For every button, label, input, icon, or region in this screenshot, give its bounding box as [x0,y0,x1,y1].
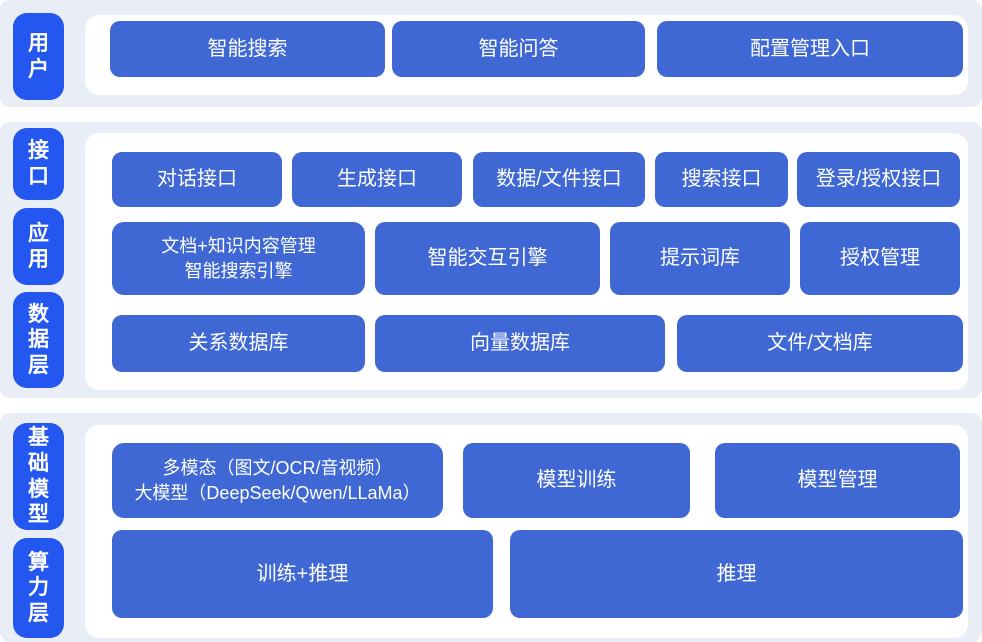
node-model-management: 模型管理 [715,443,960,518]
node-interaction-engine: 智能交互引擎 [375,222,600,295]
layer-label-application-text: 应用 [27,221,49,271]
section-band-bottom: 基础模型 算力层 多模态（图文/OCR/音视频） 大模型（DeepSeek/Qw… [0,413,982,642]
node-smart-qa: 智能问答 [392,21,645,77]
node-search-api: 搜索接口 [655,152,788,207]
node-prompt-library: 提示词库 [610,222,790,295]
node-multimodal-llm-line2: 大模型（DeepSeek/Qwen/LLaMa） [134,482,421,503]
node-infer: 推理 [510,530,963,618]
layer-label-interface-text: 接口 [27,139,49,188]
layer-label-foundation: 基础模型 [13,423,64,530]
layer-label-foundation-text: 基础模型 [27,426,49,527]
node-config-entry: 配置管理入口 [657,21,963,77]
node-multimodal-llm: 多模态（图文/OCR/音视频） 大模型（DeepSeek/Qwen/LLaMa） [112,443,443,518]
layer-label-data-text: 数据层 [27,302,49,377]
node-dialog-api: 对话接口 [112,152,282,207]
node-train-infer: 训练+推理 [112,530,493,618]
node-data-file-api: 数据/文件接口 [473,152,645,207]
node-doc-knowledge-line1: 文档+知识内容管理 [161,236,316,257]
node-vector-db: 向量数据库 [375,315,665,372]
layer-label-user-text: 用户 [27,31,49,81]
section-band-user: 用户 智能搜索 智能问答 配置管理入口 [0,0,982,107]
node-multimodal-llm-line1: 多模态（图文/OCR/音视频） [162,458,393,479]
panel-bottom: 多模态（图文/OCR/音视频） 大模型（DeepSeek/Qwen/LLaMa）… [85,425,968,638]
panel-middle: 对话接口 生成接口 数据/文件接口 搜索接口 登录/授权接口 文档+知识内容管理… [85,133,968,390]
layer-label-compute: 算力层 [13,538,64,638]
layer-label-data: 数据层 [13,292,64,388]
node-generate-api: 生成接口 [292,152,462,207]
panel-user: 智能搜索 智能问答 配置管理入口 [85,15,968,95]
section-band-middle: 接口 应用 数据层 对话接口 生成接口 数据/文件接口 搜索接口 登录/授权接口… [0,122,982,398]
layer-label-application: 应用 [13,208,64,285]
layer-label-interface: 接口 [13,128,64,200]
node-auth-management: 授权管理 [800,222,960,295]
node-file-doc-store: 文件/文档库 [677,315,963,372]
node-model-training: 模型训练 [463,443,690,518]
layer-label-compute-text: 算力层 [27,550,49,625]
node-relational-db: 关系数据库 [112,315,365,372]
node-doc-knowledge: 文档+知识内容管理 智能搜索引擎 [112,222,365,295]
layer-label-user: 用户 [13,13,64,100]
node-doc-knowledge-line2: 智能搜索引擎 [184,260,293,281]
node-login-auth-api: 登录/授权接口 [797,152,960,207]
node-smart-search: 智能搜索 [110,21,385,77]
